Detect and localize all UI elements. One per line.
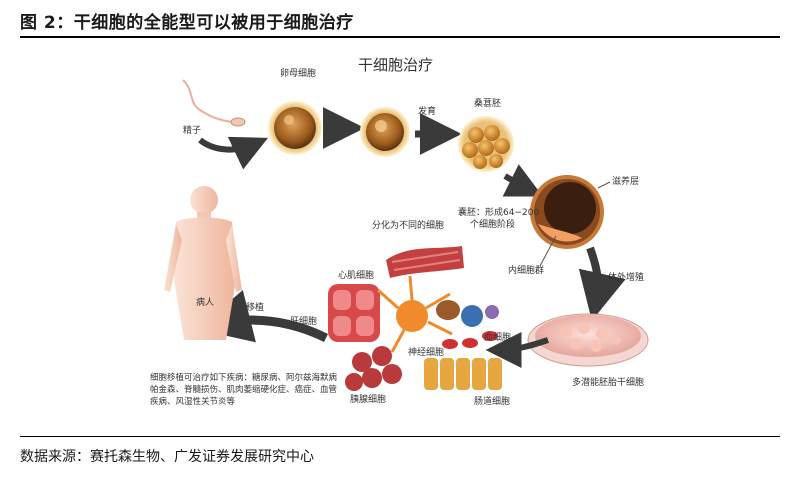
arrow-sperm-to-egg bbox=[198, 136, 269, 170]
pancreas-label: 胰腺细胞 bbox=[350, 393, 386, 405]
nerve-cell-icon bbox=[376, 275, 453, 353]
pluripotent-label: 多潜能胚胎干细胞 bbox=[572, 376, 644, 388]
develop-label: 发育 bbox=[418, 105, 436, 117]
trophoblast-leader bbox=[597, 181, 611, 189]
trophoblast-label: 滋养层 bbox=[612, 175, 639, 187]
inner-cell-mass-label: 内细胞群 bbox=[508, 264, 544, 276]
arrow-blastocyst-to-dish bbox=[578, 246, 626, 321]
figure-title: 图 2：干细胞的全能型可以被用于细胞治疗 bbox=[20, 13, 354, 33]
patient-body-icon bbox=[164, 186, 242, 340]
diseases-line2: 帕金森、脊髓损伤、肌肉萎缩硬化症、癌症、血管 bbox=[150, 384, 337, 395]
pancreas-cells-icon bbox=[345, 346, 402, 391]
morula-label: 桑葚胚 bbox=[474, 97, 501, 109]
blood-label: 血细胞 bbox=[484, 331, 511, 343]
blood-cells-icon bbox=[436, 300, 499, 349]
blastocyst-label-line1: 囊胚：形成64−200 bbox=[458, 206, 539, 218]
inner-mass-leader bbox=[539, 235, 557, 267]
zygote-icon bbox=[360, 107, 410, 157]
sperm-label: 精子 bbox=[183, 124, 201, 136]
source-rule bbox=[20, 436, 780, 437]
diseases-line1: 细胞移植可治疗如下疾病：糖尿病、阿尔兹海默病 bbox=[150, 372, 338, 383]
diseases-line3: 疾病、风湿性关节炎等 bbox=[150, 396, 236, 407]
morula-icon bbox=[458, 116, 514, 172]
egg-cell-icon bbox=[268, 101, 322, 155]
patient-label: 病人 bbox=[196, 296, 214, 308]
title-rule bbox=[20, 36, 780, 38]
intestine-cells-icon bbox=[424, 358, 502, 390]
stem-cell-therapy-diagram: 干细胞治疗 精子 卵母细胞 发育 桑葚胚 滋养层 bbox=[150, 56, 649, 407]
cardiac-label: 心肌细胞 bbox=[338, 269, 374, 281]
egg-label: 卵母细胞 bbox=[280, 67, 316, 79]
source-note: 数据来源：赛托森生物、广发证券发展研究中心 bbox=[20, 449, 314, 465]
culture-dish-icon bbox=[527, 313, 649, 367]
blastocyst-icon bbox=[530, 175, 604, 249]
differentiate-label: 分化为不同的细胞 bbox=[372, 219, 444, 231]
transplant-label: 移植 bbox=[246, 301, 264, 313]
intestine-label: 肠道细胞 bbox=[474, 395, 510, 407]
arrow-morula-to-blastocyst bbox=[502, 164, 543, 197]
liver-cells-icon bbox=[328, 284, 380, 342]
nerve-label: 神经细胞 bbox=[408, 346, 444, 358]
in-vitro-label: 体外增殖 bbox=[608, 271, 644, 283]
blastocyst-label-line2: 个细胞阶段 bbox=[470, 218, 515, 230]
arrow-dish-to-cells bbox=[485, 331, 549, 368]
sperm-icon bbox=[182, 79, 246, 127]
cardiac-muscle-icon bbox=[386, 246, 464, 278]
diagram-heading: 干细胞治疗 bbox=[358, 56, 433, 74]
